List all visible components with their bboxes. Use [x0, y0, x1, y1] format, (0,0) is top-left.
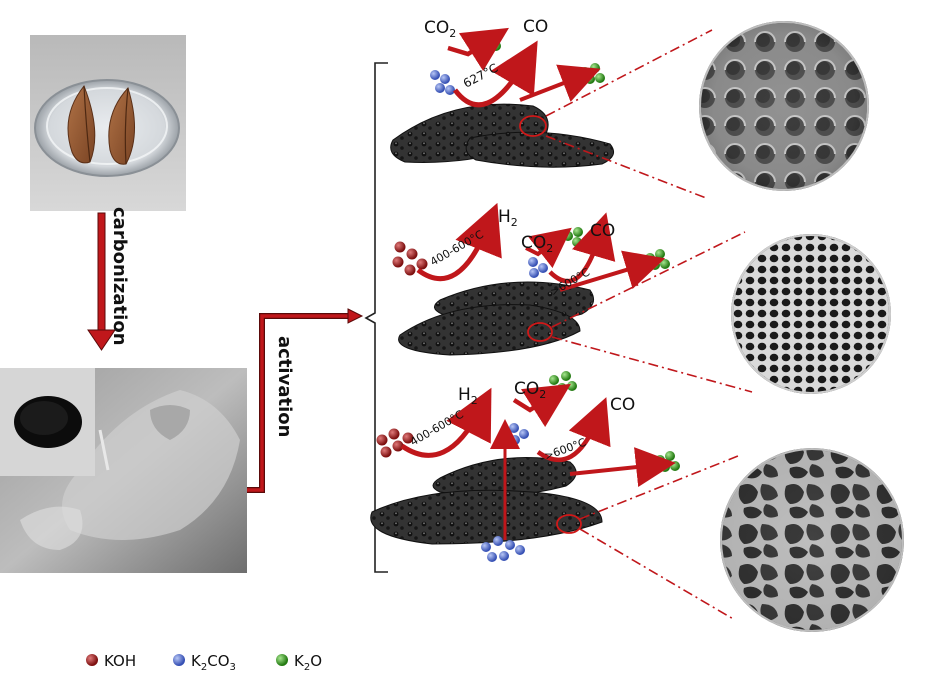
gas-h2-label: H2 [498, 207, 518, 229]
gas-co-label: CO [610, 395, 635, 415]
sem-circle-3 [720, 448, 904, 632]
carbon-flake [370, 457, 603, 545]
highlight-ring [556, 514, 582, 534]
k2co3-cluster [528, 257, 548, 278]
k2o-cluster-right [645, 249, 670, 270]
zoom-lines [545, 29, 753, 621]
gas-h2-label: H2 [458, 385, 478, 407]
gas-co-label: CO [523, 17, 548, 37]
sem-circle-1 [699, 21, 869, 191]
leaf-right [108, 87, 136, 165]
highlight-ring [519, 115, 547, 137]
k2o-cluster-top [549, 371, 577, 393]
k2co3-cluster [430, 70, 455, 95]
svg-text:K2O: K2O [294, 652, 322, 673]
carbonization-label: carbonization [109, 207, 130, 346]
k2o-cluster-top [563, 227, 583, 247]
gas-co2-label: CO2 [514, 379, 546, 401]
bracket [364, 62, 388, 573]
svg-text:K2CO3: K2CO3 [191, 652, 236, 673]
temp-label: 627°C [461, 61, 501, 91]
legend-item-k2co3: K2CO3 [173, 652, 236, 673]
legend: KOH K2CO3 K2O [86, 652, 322, 673]
highlight-ring [527, 322, 553, 342]
koh-cluster [392, 241, 428, 276]
legend-item-koh: KOH [86, 652, 136, 670]
carbon-sem-image [0, 368, 247, 573]
carbonization-arrow [87, 212, 116, 351]
activation-arrow [247, 308, 364, 493]
panel-1: 627°C CO2 CO [390, 17, 615, 168]
activation-label: activation [274, 336, 295, 437]
k2co3-cluster-bottom [481, 536, 525, 562]
gas-co2-label: CO2 [521, 233, 553, 255]
k2o-cluster-right [655, 451, 680, 472]
carbon-flake [390, 103, 615, 168]
gas-co2-label: CO2 [424, 18, 456, 40]
leaf-photo [30, 35, 186, 211]
k2co3-cluster-top [509, 423, 529, 445]
legend-item-k2o: K2O [276, 652, 322, 673]
carbon-flake [398, 281, 595, 356]
k2o-cluster-right [580, 63, 605, 84]
gas-co-label: CO [590, 221, 615, 241]
koh-cluster [376, 428, 414, 458]
panel-2: 400-600°C >600°C H2 CO2 CO [392, 202, 670, 356]
sem-circle-2 [731, 234, 891, 394]
panel-3: 400-600°C >600°C H2 CO2 CO [370, 371, 680, 562]
svg-text:KOH: KOH [104, 652, 136, 670]
